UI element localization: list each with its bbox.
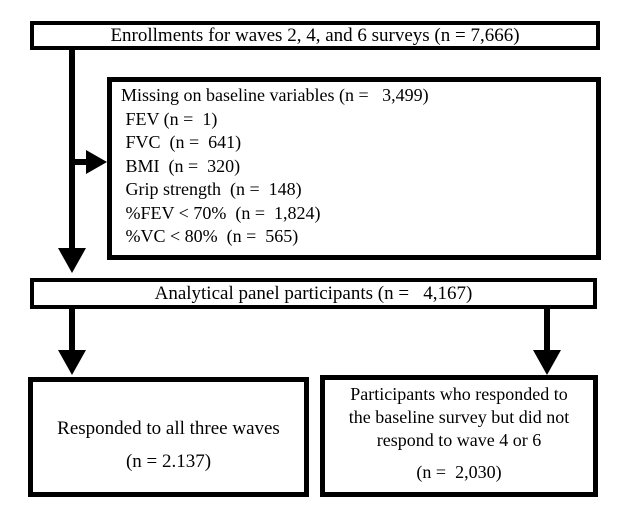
arrowhead-down-icon [58, 350, 86, 375]
box-analytical-panel: Analytical panel participants (n = 4,167… [30, 278, 597, 309]
nonresponders-text-line1: Participants who responded to [350, 384, 568, 404]
arrow-line-top-to-analytical [69, 49, 75, 248]
missing-item-fvc: FVC (n = 641) [121, 132, 242, 152]
arrowhead-down-icon [58, 248, 86, 273]
box-nonresponders: Participants who responded to the baseli… [320, 375, 598, 497]
box-enrollments: Enrollments for waves 2, 4, and 6 survey… [30, 21, 600, 50]
box-responded-all-waves: Responded to all three waves (n = 2.137) [28, 377, 309, 497]
analytical-text: Analytical panel participants (n = 4,167… [154, 282, 473, 304]
missing-item-bmi: BMI (n = 320) [121, 155, 241, 176]
arrow-line-to-nonresponders [544, 309, 550, 350]
responded-n-value: (n = 2.137) [125, 451, 212, 472]
arrowhead-right-icon [86, 150, 107, 174]
arrow-line-branch-to-missing [72, 159, 87, 165]
nonresponders-text-line3: respond to wave 4 or 6 [376, 430, 542, 450]
arrow-line-to-responded [69, 309, 75, 350]
box-missing-variables: Missing on baseline variables (n = 3,499… [107, 77, 601, 260]
missing-item-pct-vc: %VC < 80% (n = 565) [121, 226, 299, 246]
arrowhead-down-icon [533, 350, 561, 375]
missing-title: Missing on baseline variables (n = 3,499… [121, 85, 429, 105]
missing-item-pct-fev: %FEV < 70% (n = 1,824) [121, 202, 321, 223]
enrollments-text: Enrollments for waves 2, 4, and 6 survey… [110, 24, 520, 46]
nonresponders-text-line2: the baseline survey but did not [348, 407, 570, 427]
missing-item-grip-strength: Grip strength (n = 148) [121, 179, 302, 199]
missing-item-fev: FEV (n = 1) [121, 108, 218, 129]
responded-text: Responded to all three waves [57, 418, 280, 439]
nonresponders-n-value: (n = 2,030) [416, 462, 502, 482]
